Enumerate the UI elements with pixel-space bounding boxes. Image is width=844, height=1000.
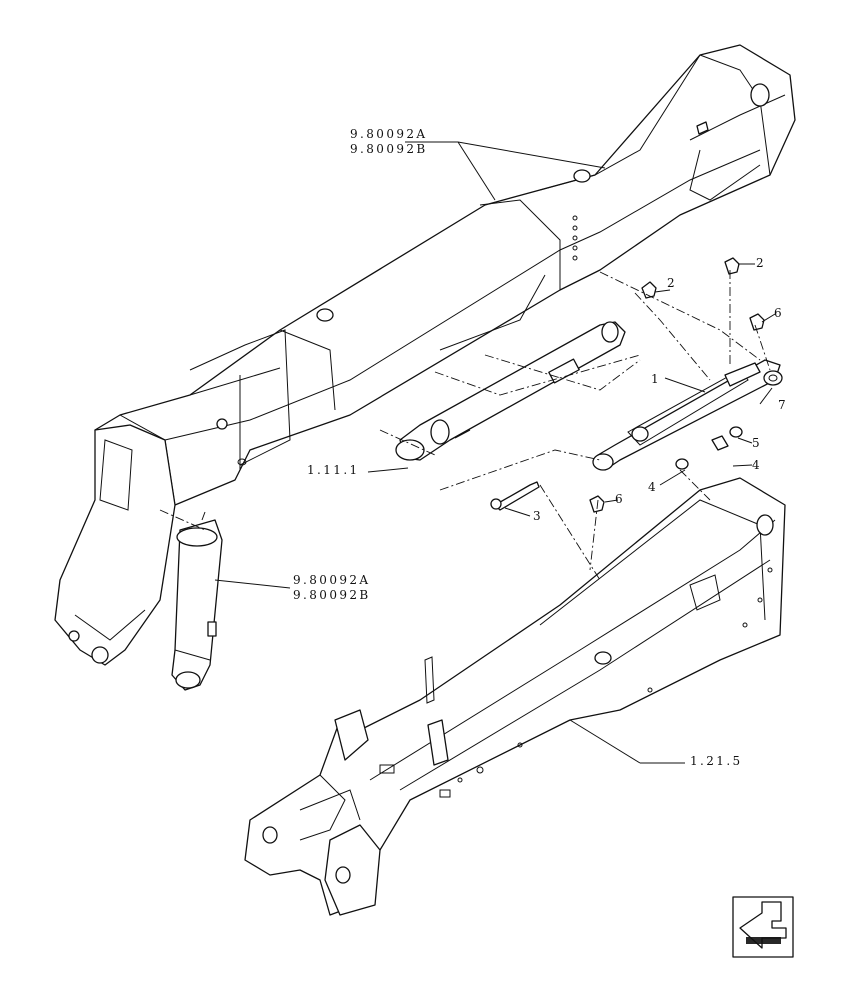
chassis-reference: 1.21.5 xyxy=(690,754,743,768)
assembly-lines xyxy=(159,270,771,581)
ram-reference-b: 9.80092B xyxy=(293,588,371,602)
item-6-label-lower: 6 xyxy=(615,492,623,506)
extension-cylinder xyxy=(395,321,626,461)
boom-arm xyxy=(54,424,176,666)
boom-reference-b: 9.80092B xyxy=(350,142,428,156)
item-6-label-upper: 6 xyxy=(774,306,782,320)
telescope-cylinder-reference: 1.11.1 xyxy=(307,463,360,477)
ram-reference-a: 9.80092A xyxy=(293,573,371,587)
chassis-frame xyxy=(244,477,786,916)
item-2-label-upper: 2 xyxy=(756,256,764,270)
lift-ram xyxy=(171,511,223,691)
boom-reference-a: 9.80092A xyxy=(350,127,428,141)
fittings xyxy=(490,257,783,513)
item-2-label-lower: 2 xyxy=(667,276,675,290)
item-7-label: 7 xyxy=(778,398,786,412)
item-4-label-right: 4 xyxy=(752,458,760,472)
back-arrow-icon[interactable] xyxy=(732,896,794,958)
item-5-label: 5 xyxy=(752,436,760,450)
item-1-label: 1 xyxy=(651,372,659,386)
telescopic-boom xyxy=(94,44,796,531)
item-3-label: 3 xyxy=(533,509,541,523)
item-4-label-left: 4 xyxy=(648,480,656,494)
compensation-ram xyxy=(592,359,781,471)
leader-lines xyxy=(214,141,776,764)
